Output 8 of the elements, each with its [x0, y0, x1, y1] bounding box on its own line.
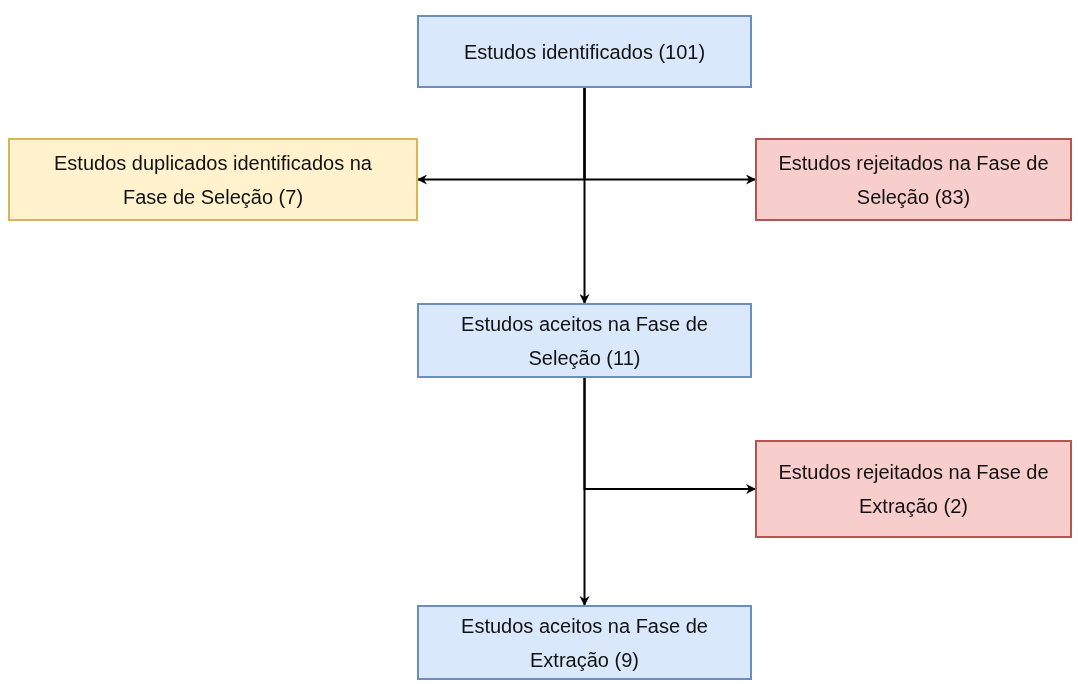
- process-box: Estudos identificados (101): [417, 15, 752, 88]
- process-box: Estudos rejeitados na Fase de Seleção (83): [755, 138, 1072, 221]
- arrow: [579, 377, 590, 606]
- arrow: [579, 87, 590, 304]
- process-box: Estudos aceitos na Fase de Extração (9): [417, 605, 752, 680]
- process-box: Estudos aceitos na Fase de Seleção (11): [417, 303, 752, 378]
- process-box: Estudos rejeitados na Fase de Extração (2): [755, 440, 1072, 538]
- process-box: Estudos duplicados identificados na Fase de Seleção (7): [8, 138, 418, 221]
